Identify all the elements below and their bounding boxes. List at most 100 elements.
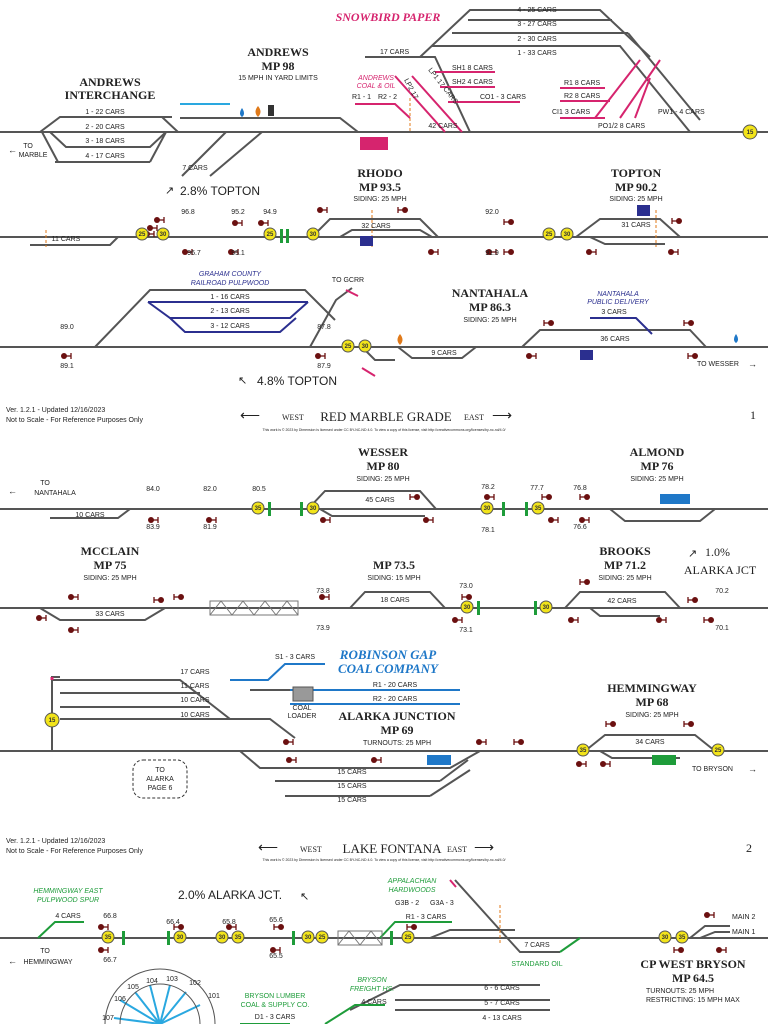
nan-pub: PUBLIC DELIVERY [587, 299, 650, 306]
milepost: 76.6 [573, 524, 587, 531]
coal-loader: COAL [292, 705, 311, 712]
turntable-track: 105 [127, 984, 139, 991]
to-marble: MARBLE [19, 152, 48, 159]
hemmingway-title: HEMMINGWAY [607, 681, 697, 695]
appalachian: APPALACHIAN [387, 878, 437, 885]
up-left-arrow-icon: ↖ [238, 375, 247, 387]
speed-sign-25: 25 [267, 232, 274, 238]
speed-sign-30: 30 [464, 605, 471, 611]
turntable-track: 101 [208, 993, 220, 1000]
nantahala-title: NANTAHALA [452, 286, 529, 300]
graham-track: 2 - 13 CARS [210, 308, 250, 315]
speed-sign-25: 25 [319, 935, 326, 941]
pw1: PW1 - 4 CARS [658, 109, 705, 116]
topton-48: 4.8% TOPTON [257, 374, 337, 388]
not-to-scale: Not to Scale - For Reference Purposes On… [6, 417, 143, 424]
hemmingway-mp: MP 68 [636, 695, 669, 709]
left-arrow-icon: ← [8, 486, 17, 496]
milepost: 81.9 [203, 524, 217, 531]
turntable-track: 107 [102, 1015, 114, 1022]
speed-sign-30: 30 [310, 232, 317, 238]
fifteen-track: 15 CARS [337, 783, 367, 790]
milepost: 87.8 [317, 324, 331, 331]
alarka-mp: MP 69 [381, 723, 414, 737]
andrews-speed: 15 MPH IN YARD LIMITS [238, 75, 318, 82]
alarka-grade: ALARKA JCT [684, 563, 757, 577]
appalachian: HARDWOODS [388, 887, 435, 894]
milepost: 70.2 [715, 588, 729, 595]
nine-cars: 9 CARS [431, 350, 457, 357]
west-label: WEST [300, 845, 322, 854]
speed-sign-30: 30 [484, 506, 491, 512]
milepost: 73.8 [316, 588, 330, 595]
speed-sign-25: 25 [139, 232, 146, 238]
yard-track: 10 CARS [180, 712, 210, 719]
to-alarka: TO [155, 767, 165, 774]
rhodo-title: RHODO [357, 166, 402, 180]
milepost: 78.1 [481, 527, 495, 534]
mcclain-siding: SIDING: 25 MPH [83, 575, 136, 582]
west-arrow-icon: ⟵ [258, 839, 278, 855]
mp735-cars: 18 CARS [380, 597, 410, 604]
to-marble: TO [23, 143, 33, 150]
milepost: 89.1 [60, 363, 74, 370]
milepost: 96.7 [187, 250, 201, 257]
nantahala-mp: MP 86.3 [469, 300, 511, 314]
yard-lower-track: 6 - 6 CARS [484, 985, 520, 992]
r1-8: R1 8 CARS [564, 80, 601, 87]
wesser-mp: MP 80 [367, 459, 400, 473]
seven-cars: 7 CARS [182, 165, 208, 172]
milepost: 65.6 [269, 917, 283, 924]
east-arrow-icon: ⟶ [474, 839, 494, 855]
interchange-track: 1 - 22 CARS [85, 109, 125, 116]
seventeen-cars: 17 CARS [380, 49, 410, 56]
east-arrow-icon: ⟶ [492, 407, 512, 423]
hemm-east: PULPWOOD SPUR [37, 897, 99, 904]
license-text: This work is © 2023 by Dimension is lice… [262, 428, 505, 432]
andrews-mp: MP 98 [262, 59, 295, 73]
d1: D1 - 3 CARS [255, 1014, 296, 1021]
graham-label: GRAHAM COUNTY [199, 271, 263, 278]
page-number: 2 [746, 841, 752, 855]
bryson-lumber: BRYSON LUMBER [245, 993, 306, 1000]
milepost: 84.0 [146, 486, 160, 493]
speed-sign-30: 30 [543, 605, 550, 611]
milepost: 91.9 [485, 250, 499, 257]
topton-grade: 2.8% TOPTON [180, 184, 260, 198]
to-hemmingway: HEMMINGWAY [24, 959, 73, 966]
to-gcrr: TO GCRR [332, 277, 364, 284]
robinson-label: ROBINSON GAP [339, 647, 437, 662]
hemmingway-siding: SIDING: 25 MPH [625, 712, 678, 719]
milepost: 82.0 [203, 486, 217, 493]
alarka-title: ALARKA JUNCTION [338, 709, 455, 723]
speed-sign-35: 35 [255, 506, 262, 512]
version: Ver. 1.2.1 - Updated 12/16/2023 [6, 407, 105, 414]
east-label: EAST [464, 413, 484, 422]
cp-restricting: RESTRICTING: 15 MPH MAX [646, 997, 740, 1004]
ten-cars: 10 CARS [75, 512, 105, 519]
fifteen-track: 15 CARS [337, 769, 367, 776]
turntable-track: 106 [114, 996, 126, 1003]
ci1: CI1 3 CARS [552, 109, 590, 116]
alarka-turnouts: TURNOUTS: 25 MPH [363, 740, 431, 747]
eleven-cars: 11 CARS [52, 236, 81, 243]
speed-sign-15: 15 [49, 718, 56, 724]
left-arrow-icon: ← [8, 956, 17, 966]
g3a: G3A - 3 [430, 900, 454, 907]
r2-8: R2 8 CARS [564, 93, 601, 100]
hemmingway-cars: 34 CARS [635, 739, 665, 746]
milepost: 89.0 [60, 324, 74, 331]
milepost: 80.5 [252, 486, 266, 493]
up-left-arrow-icon: ↖ [300, 891, 309, 903]
fifteen-track: 15 CARS [337, 797, 367, 804]
speed-sign-30: 30 [362, 344, 369, 350]
bryson-lumber: COAL & SUPPLY CO. [241, 1002, 310, 1009]
milepost: 66.4 [166, 919, 180, 926]
speed-sign-30: 30 [564, 232, 571, 238]
speed-sign-35: 35 [105, 935, 112, 941]
main-2: MAIN 2 [732, 914, 755, 921]
turntable-track: 103 [166, 976, 178, 983]
r2: R2 - 2 [378, 94, 397, 101]
coal-oil: COAL & OIL [357, 83, 396, 90]
